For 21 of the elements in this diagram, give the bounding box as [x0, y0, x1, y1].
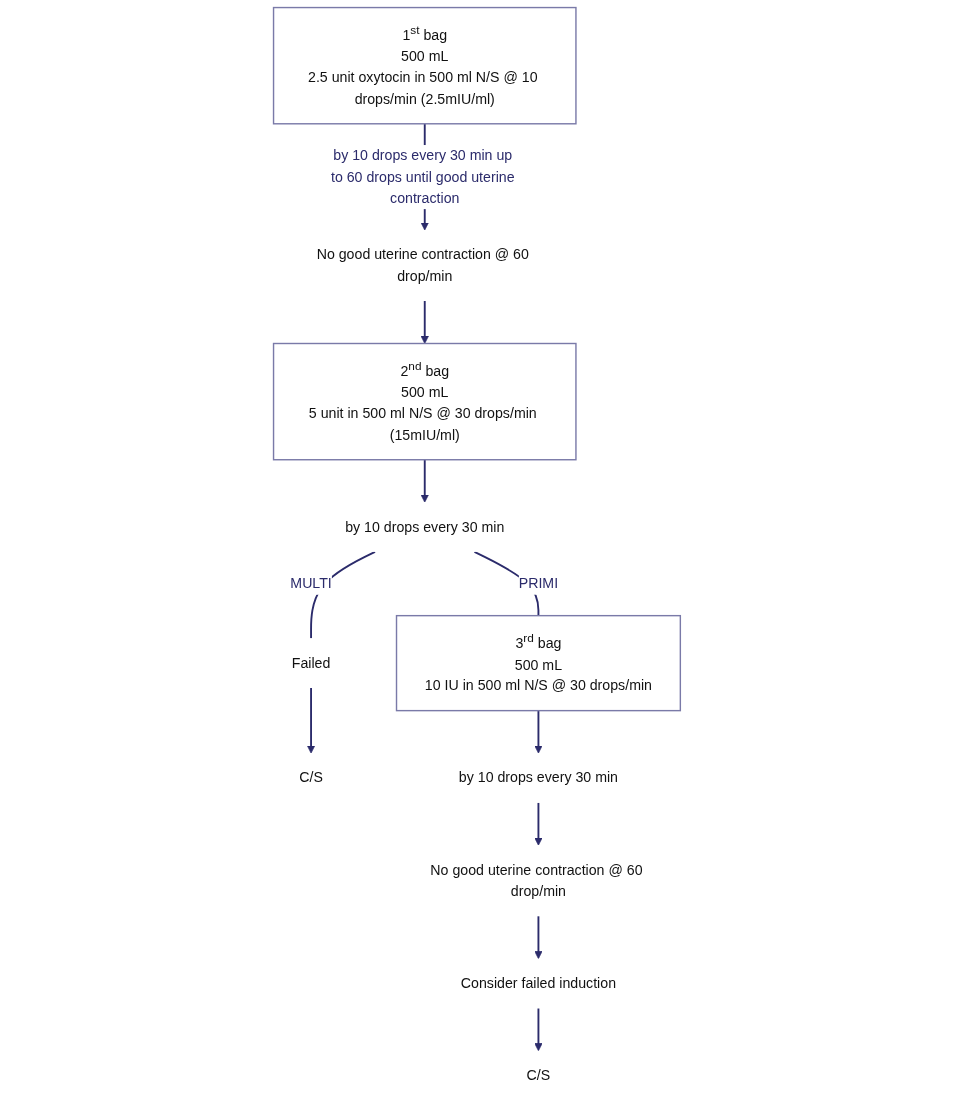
edge-label: MULTI: [290, 575, 333, 592]
edge-label: PRIMI: [519, 575, 559, 592]
arrow: [534, 915, 544, 960]
node-text: Failed: [292, 654, 331, 671]
node-text: No good uterine contraction @ 60 drop/min: [430, 861, 644, 899]
arrow: [534, 801, 544, 846]
node-box: 2$^{nd}$ bag 500 mL 5 unit in 500 ml N/S @ 30 drops/min (15mIU/ml): [273, 342, 578, 461]
arrow: [534, 1007, 544, 1052]
arrow: [307, 687, 316, 754]
arrow: [421, 300, 430, 344]
node-text: No good uterine contraction @ 60 drop/min: [317, 246, 530, 284]
node-text: C/S: [527, 1066, 551, 1083]
node-box: 1$^{st}$ bag 500 mL 2.5 unit oxytocin in 500 ml N/S @ 10 drops/min (2.5mIU/ml): [273, 6, 578, 125]
node-box: 3$^{rd}$ bag 500 mL 10 IU in 500 ml N/S @ 30 drops/min: [396, 614, 682, 712]
edge-label: by 10 drops every 30 min up to 60 drops until good uterine contraction: [331, 146, 516, 206]
arrow: [534, 709, 544, 754]
node-text: by 10 drops every 30 min: [345, 518, 505, 535]
node-text: Consider failed induction: [461, 974, 617, 991]
node-text: C/S: [299, 769, 324, 786]
node-text: by 10 drops every 30 min: [459, 769, 619, 786]
arrow: [421, 458, 430, 503]
